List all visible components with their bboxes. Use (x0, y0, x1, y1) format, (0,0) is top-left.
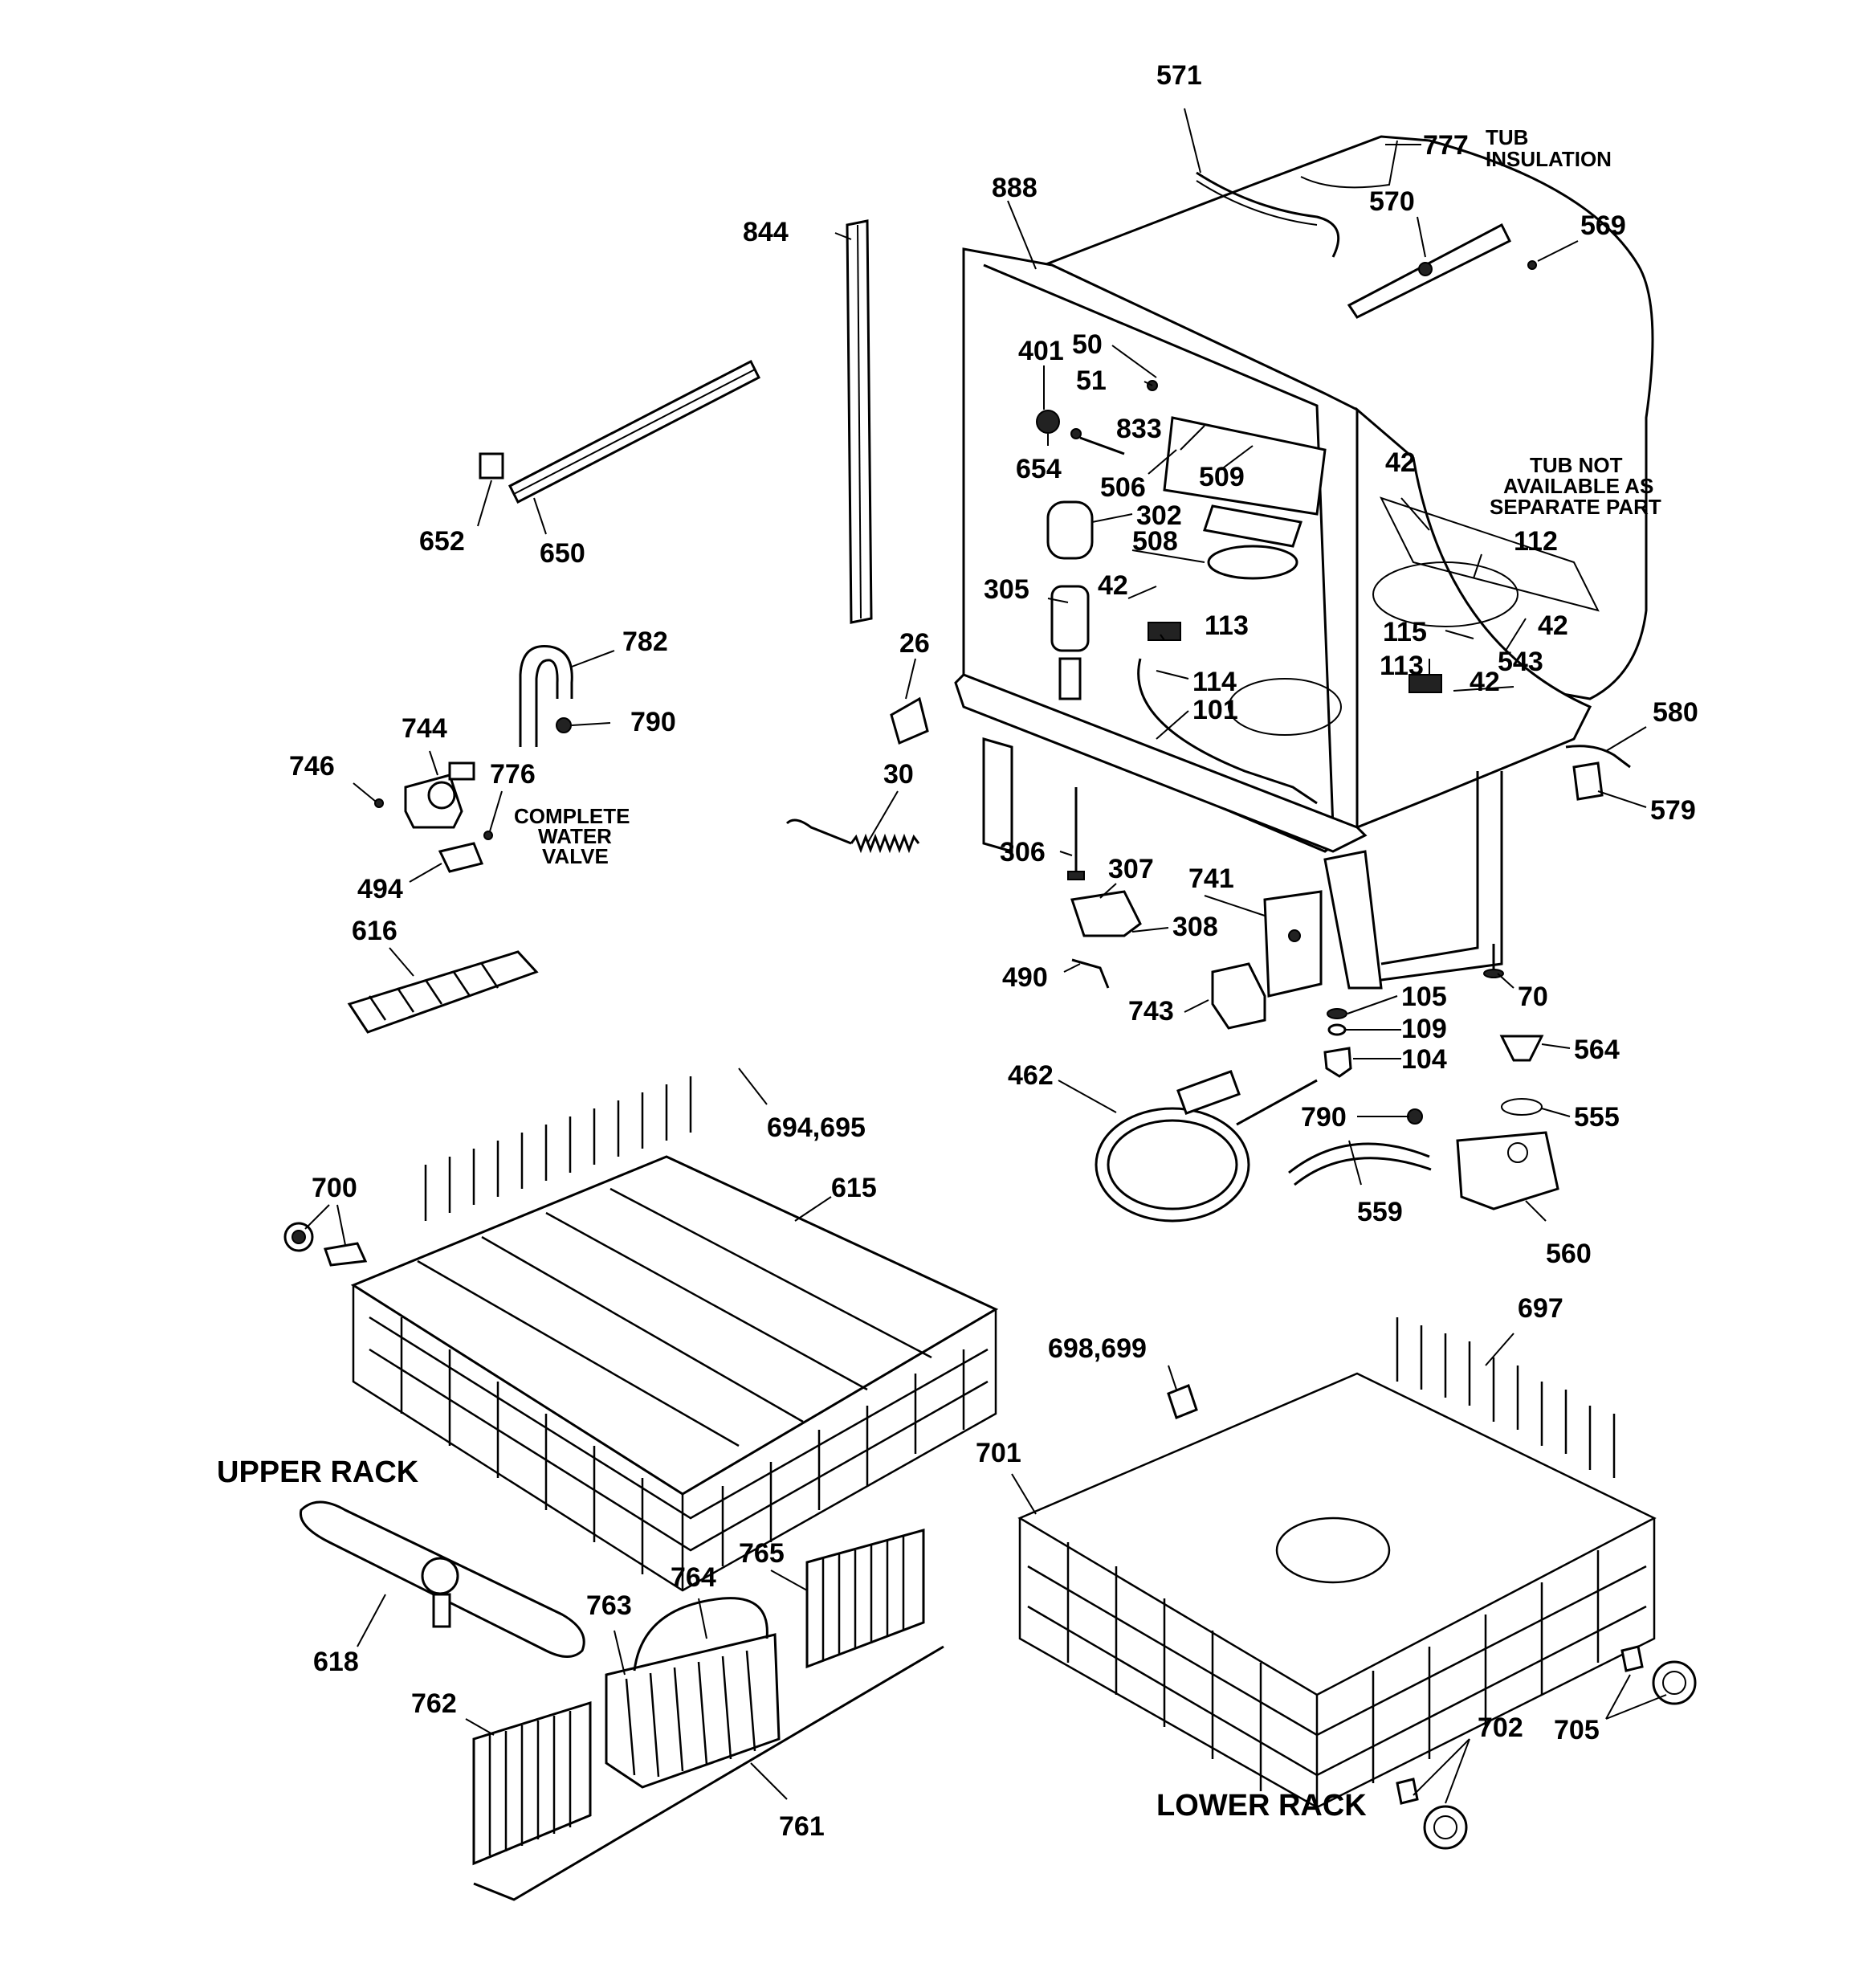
note-tub-not-line2: AVAILABLE AS (1503, 474, 1653, 498)
label-744: 744 (402, 713, 447, 744)
tub-assembly (954, 135, 1654, 990)
label-650: 650 (540, 538, 585, 569)
label-115: 115 (1383, 617, 1427, 647)
label-762: 762 (411, 1688, 457, 1719)
label-763: 763 (586, 1590, 632, 1621)
label-51: 51 (1076, 365, 1107, 396)
label-705: 705 (1554, 1715, 1600, 1745)
lower-rack-title: LOWER RACK (1156, 1789, 1367, 1823)
label-652: 652 (419, 526, 465, 557)
part-labels: 571 777 888 570 569 844 50 401 51 833 65… (289, 60, 1698, 1842)
label-764: 764 (671, 1562, 716, 1593)
label-308: 308 (1172, 912, 1218, 942)
label-761: 761 (779, 1811, 825, 1842)
label-42d: 42 (1470, 667, 1500, 697)
label-618: 618 (313, 1647, 359, 1677)
label-tub-42b: 42 (1098, 570, 1128, 601)
label-494: 494 (357, 874, 403, 904)
label-700: 700 (312, 1173, 357, 1203)
door-seals (479, 219, 873, 624)
lower-rack (1017, 1317, 1697, 1850)
label-462: 462 (1008, 1060, 1054, 1091)
upper-rack-title: UPPER RACK (217, 1455, 419, 1489)
label-569: 569 (1580, 210, 1626, 241)
label-746: 746 (289, 751, 335, 782)
label-42c: 42 (1538, 610, 1568, 641)
spray-arm-baskets (299, 1500, 944, 1901)
label-30: 30 (883, 759, 914, 790)
label-113b: 113 (1380, 651, 1424, 681)
label-555: 555 (1574, 1102, 1620, 1133)
label-743: 743 (1128, 996, 1174, 1027)
label-401: 401 (1018, 336, 1064, 366)
label-741: 741 (1188, 863, 1234, 894)
label-305: 305 (984, 574, 1029, 605)
label-570: 570 (1369, 186, 1415, 217)
label-580: 580 (1653, 697, 1698, 728)
label-112: 112 (1514, 526, 1558, 557)
label-42a: 42 (1385, 447, 1416, 478)
note-valve-line2: WATER (538, 824, 612, 848)
label-490: 490 (1002, 962, 1048, 993)
label-615: 615 (831, 1173, 877, 1203)
upper-rack (283, 1076, 999, 1592)
note-tub-insulation-line2: INSULATION (1486, 147, 1612, 171)
label-790b: 790 (1301, 1102, 1347, 1133)
label-101: 101 (1192, 695, 1238, 725)
note-tub-not-line3: SEPARATE PART (1490, 495, 1661, 519)
leader-lines (304, 108, 1667, 1804)
label-508: 508 (1132, 526, 1178, 557)
note-valve-line1: COMPLETE (514, 804, 630, 828)
label-509: 509 (1199, 462, 1245, 492)
notes: TUB INSULATION TUB NOT AVAILABLE AS SEPA… (514, 125, 1661, 868)
label-698-699: 698,699 (1048, 1333, 1147, 1364)
label-697: 697 (1518, 1293, 1563, 1324)
label-306: 306 (1000, 837, 1046, 867)
label-114: 114 (1192, 667, 1237, 697)
label-790a: 790 (630, 707, 676, 737)
label-70: 70 (1518, 982, 1548, 1012)
label-564: 564 (1574, 1035, 1620, 1065)
small-parts (347, 644, 1631, 1223)
label-50: 50 (1072, 329, 1103, 360)
label-105: 105 (1401, 982, 1447, 1012)
label-694-695: 694,695 (767, 1112, 866, 1143)
label-616: 616 (352, 916, 397, 946)
note-valve-line3: VALVE (542, 844, 609, 868)
label-506: 506 (1100, 472, 1146, 503)
note-tub-not-line1: TUB NOT (1530, 453, 1623, 477)
label-543: 543 (1498, 647, 1543, 677)
label-701: 701 (976, 1438, 1021, 1468)
label-571: 571 (1156, 60, 1202, 91)
label-844: 844 (743, 217, 789, 247)
label-782: 782 (622, 627, 668, 657)
label-776: 776 (490, 759, 536, 790)
section-titles: UPPER RACK LOWER RACK (217, 1455, 1367, 1823)
label-26: 26 (899, 628, 930, 659)
label-579: 579 (1650, 795, 1696, 826)
label-109: 109 (1401, 1014, 1447, 1044)
label-113a: 113 (1205, 610, 1249, 641)
label-307: 307 (1108, 854, 1154, 884)
label-888: 888 (992, 173, 1037, 203)
label-702: 702 (1478, 1712, 1523, 1743)
label-559: 559 (1357, 1197, 1403, 1227)
note-tub-insulation-line1: TUB (1486, 125, 1528, 149)
label-560: 560 (1546, 1239, 1592, 1269)
label-833: 833 (1116, 414, 1162, 444)
label-302: 302 (1136, 500, 1182, 531)
label-777: 777 (1423, 130, 1469, 161)
label-104: 104 (1401, 1044, 1447, 1075)
label-654: 654 (1016, 454, 1062, 484)
label-765: 765 (739, 1538, 785, 1569)
